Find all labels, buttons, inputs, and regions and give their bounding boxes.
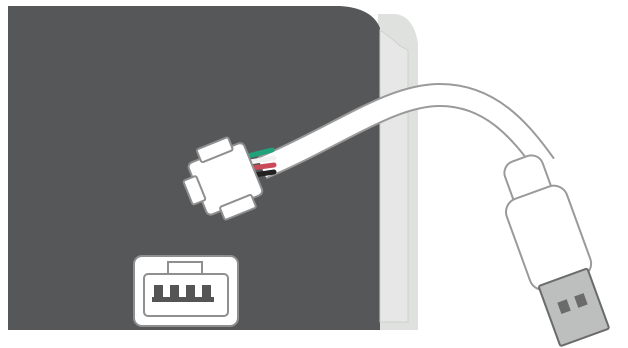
cable-body [258,84,554,178]
port-latch [167,261,203,275]
plug-slot-right [574,293,588,308]
black-wire [251,169,277,178]
connector-tab [182,175,207,206]
plug-metal-shell [538,267,610,347]
usb-a-plug [503,154,610,347]
port-pin [186,285,195,299]
usb-cable [257,82,555,180]
jst-connector [182,136,264,221]
connector-bottom [219,194,257,221]
connector-top [195,136,234,164]
board-port [133,255,239,327]
port-pin [202,285,211,299]
board-side-inner [379,29,409,323]
white-wire [247,155,277,165]
port-pin [170,285,179,299]
port-pin-base [152,297,214,302]
port-pin [154,285,163,299]
green-wire [245,147,275,159]
plug-slot-left [557,299,571,314]
red-wire [249,162,277,171]
connector-wires [245,147,277,178]
